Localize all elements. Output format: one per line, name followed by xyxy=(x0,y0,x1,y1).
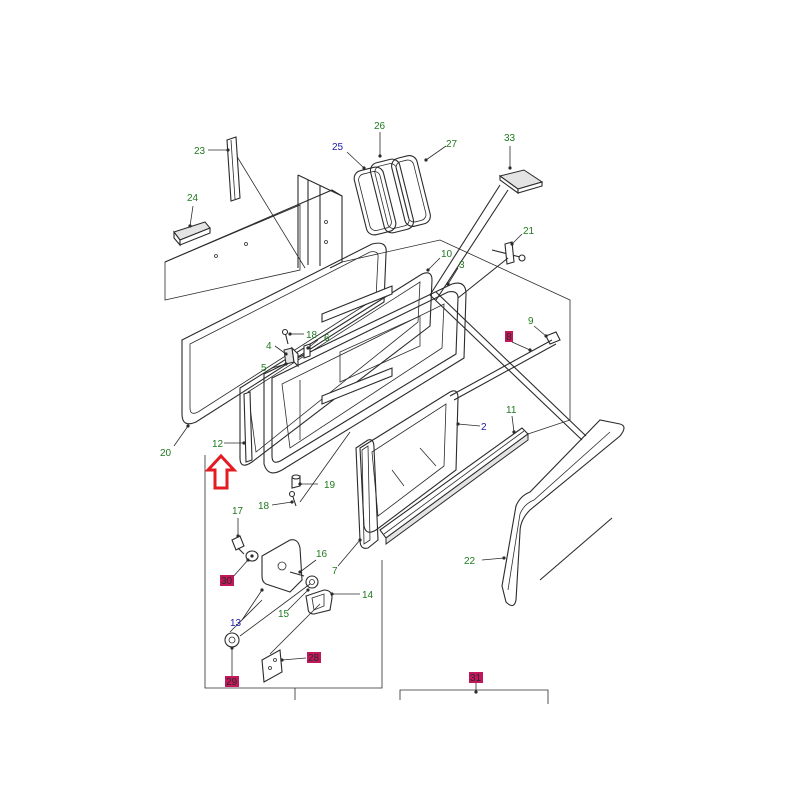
label-25: 25 xyxy=(332,142,344,153)
part-16-lock-body xyxy=(261,539,305,593)
label-13: 13 xyxy=(230,618,242,629)
part-23-trim-strip xyxy=(226,136,241,202)
part-inner-strips xyxy=(321,285,393,405)
part-30-washer xyxy=(245,550,259,562)
part-8-rod xyxy=(449,339,557,401)
label-2: 2 xyxy=(481,422,487,433)
label-7: 7 xyxy=(332,566,338,577)
lock-leader-lines xyxy=(229,431,351,655)
part-25-seal xyxy=(353,166,397,236)
label-27: 27 xyxy=(446,139,458,150)
part-33-pad xyxy=(498,169,544,195)
label-16: 16 xyxy=(316,549,328,560)
part-14-escutcheon xyxy=(305,589,333,615)
label-30-highlight xyxy=(220,575,234,586)
part-19-bush xyxy=(291,474,301,489)
label-22: 22 xyxy=(464,556,476,567)
part-12-side-strip xyxy=(243,391,253,463)
assembly-frame xyxy=(204,239,571,704)
label-4: 4 xyxy=(266,341,272,352)
label-23: 23 xyxy=(194,146,206,157)
part-22-window-glass xyxy=(501,419,625,607)
part-3-glazing-frame xyxy=(263,282,467,474)
part-7-glass-channel xyxy=(355,439,379,549)
label-31: 31 xyxy=(470,673,482,684)
label-8: 8 xyxy=(506,332,512,343)
part-28-plate xyxy=(261,649,283,683)
label-10: 10 xyxy=(441,249,453,260)
label-14: 14 xyxy=(362,590,374,601)
part-18-screw-lower xyxy=(288,490,297,507)
callout-dots xyxy=(186,148,548,694)
part-15-spacer xyxy=(305,575,319,589)
label-29: 29 xyxy=(226,677,238,688)
label-21: 21 xyxy=(523,226,535,237)
label-5: 5 xyxy=(261,363,267,374)
part-29-grommet xyxy=(224,632,240,648)
part-6-clip xyxy=(303,343,311,359)
label-19: 19 xyxy=(324,480,336,491)
label-8-highlight xyxy=(505,331,513,342)
label-31-highlight xyxy=(469,672,483,683)
part-18-screw-upper xyxy=(281,328,289,345)
callout-leaders xyxy=(173,132,547,692)
label-28-highlight xyxy=(307,652,321,663)
part-4-bracket xyxy=(283,346,299,368)
label-33: 33 xyxy=(504,133,516,144)
callout-labels: 23 25 26 27 33 24 21 10 3 18 4 6 5 9 8 1… xyxy=(160,121,535,688)
label-26: 26 xyxy=(374,121,386,132)
label-6: 6 xyxy=(324,333,330,344)
label-18-upper: 18 xyxy=(306,330,318,341)
label-15: 15 xyxy=(278,609,290,620)
assembly-leader-lines xyxy=(429,184,587,441)
part-27-seal xyxy=(391,155,431,227)
label-29-highlight xyxy=(225,676,239,687)
label-3: 3 xyxy=(459,260,465,271)
part-10-inner-frame xyxy=(239,272,433,466)
part-11-runner-channel xyxy=(379,427,529,545)
label-24: 24 xyxy=(187,193,199,204)
body-side-panel xyxy=(164,144,343,301)
label-30: 30 xyxy=(221,576,233,587)
label-11: 11 xyxy=(506,405,517,416)
label-18-lower: 18 xyxy=(258,501,270,512)
label-9: 9 xyxy=(528,316,534,327)
up-arrow-icon xyxy=(204,453,238,490)
part-21-pin xyxy=(491,241,526,265)
label-28: 28 xyxy=(308,653,320,664)
part-17-bolt xyxy=(231,535,245,555)
label-12: 12 xyxy=(212,439,224,450)
part-24-catch-block xyxy=(173,221,211,247)
label-17: 17 xyxy=(232,506,244,517)
label-20: 20 xyxy=(160,448,172,459)
